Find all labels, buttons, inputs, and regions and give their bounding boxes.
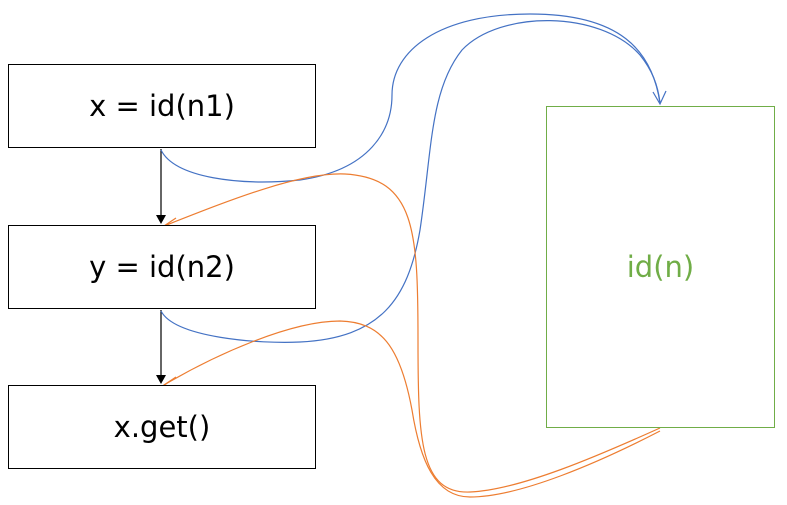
step3-label: x.get() bbox=[113, 410, 211, 444]
step1-box: x = id(n1) bbox=[8, 64, 316, 148]
flow-arrow-step1-to-step2 bbox=[156, 149, 166, 224]
step2-box: y = id(n2) bbox=[8, 225, 316, 309]
step2-label: y = id(n2) bbox=[89, 250, 235, 284]
function-label: id(n) bbox=[626, 250, 695, 284]
step3-box: x.get() bbox=[8, 385, 316, 469]
flow-arrow-step2-to-step3 bbox=[156, 310, 166, 384]
call-arrow-step1-to-function bbox=[160, 13, 667, 183]
step1-label: x = id(n1) bbox=[89, 89, 235, 123]
call-arrow-step2-to-function bbox=[160, 20, 661, 343]
function-box: id(n) bbox=[546, 106, 775, 428]
